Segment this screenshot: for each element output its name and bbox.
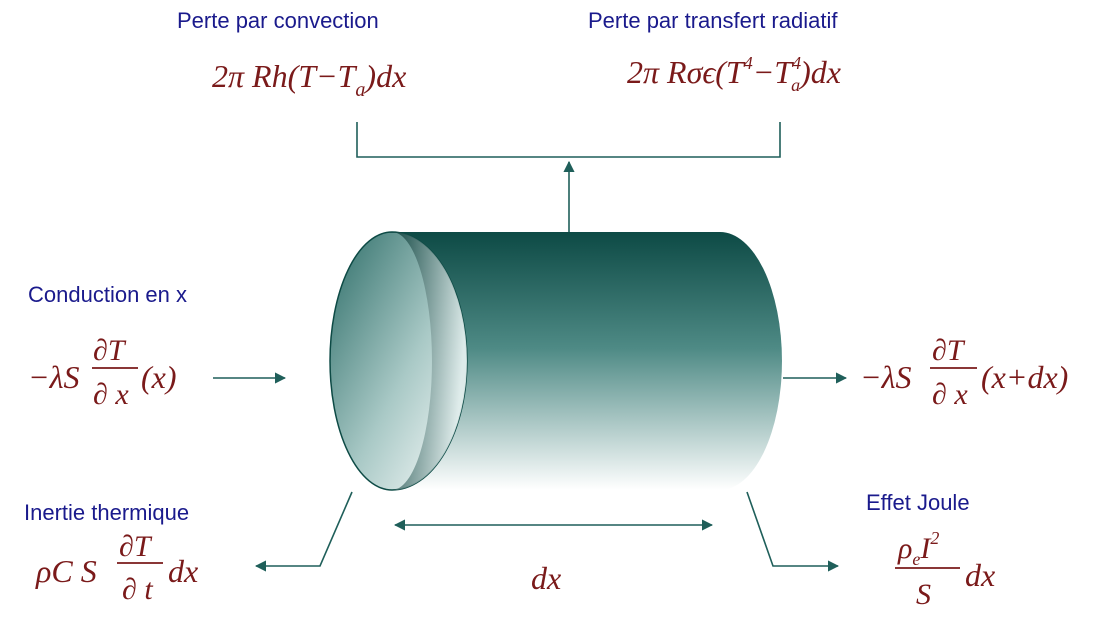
top-bracket xyxy=(356,122,781,232)
svg-text:(x): (x) xyxy=(141,359,177,395)
svg-text:∂ t: ∂ t xyxy=(122,573,153,606)
formula-conduction-in: −λS ∂T ∂ x (x) xyxy=(28,334,177,411)
label-convection: Perte par convection xyxy=(177,8,379,33)
svg-text:∂T: ∂T xyxy=(119,530,153,563)
label-conduction: Conduction en x xyxy=(28,282,187,307)
svg-text:−λS: −λS xyxy=(860,359,911,395)
label-inertia: Inertie thermique xyxy=(24,500,190,525)
label-radiative: Perte par transfert radiatif xyxy=(588,8,838,33)
svg-text:(x+dx): (x+dx) xyxy=(981,359,1068,395)
svg-text:dx: dx xyxy=(168,553,198,589)
svg-text:∂ x: ∂ x xyxy=(93,378,129,411)
formula-inertia: ρC S ∂T ∂ t dx xyxy=(35,530,198,606)
label-joule: Effet Joule xyxy=(866,490,970,515)
svg-text:dx: dx xyxy=(965,557,995,593)
dx-label: dx xyxy=(531,560,561,596)
joule-arrow xyxy=(746,491,840,572)
svg-text:∂ x: ∂ x xyxy=(932,378,968,411)
cylinder xyxy=(329,231,782,491)
svg-text:ρC S: ρC S xyxy=(35,553,97,589)
formula-convection: 2π Rh(T−Ta)dx xyxy=(212,58,406,101)
svg-text:ρeI2: ρeI2 xyxy=(897,528,939,569)
cylinder-cap-shade xyxy=(392,232,467,490)
formula-joule: ρeI2 S dx xyxy=(895,528,995,611)
svg-text:∂T: ∂T xyxy=(93,334,127,367)
inertia-arrow xyxy=(254,491,353,572)
formula-conduction-out: −λS ∂T ∂ x (x+dx) xyxy=(860,334,1068,411)
svg-text:S: S xyxy=(916,578,931,611)
svg-text:∂T: ∂T xyxy=(932,334,966,367)
svg-text:−λS: −λS xyxy=(28,359,79,395)
